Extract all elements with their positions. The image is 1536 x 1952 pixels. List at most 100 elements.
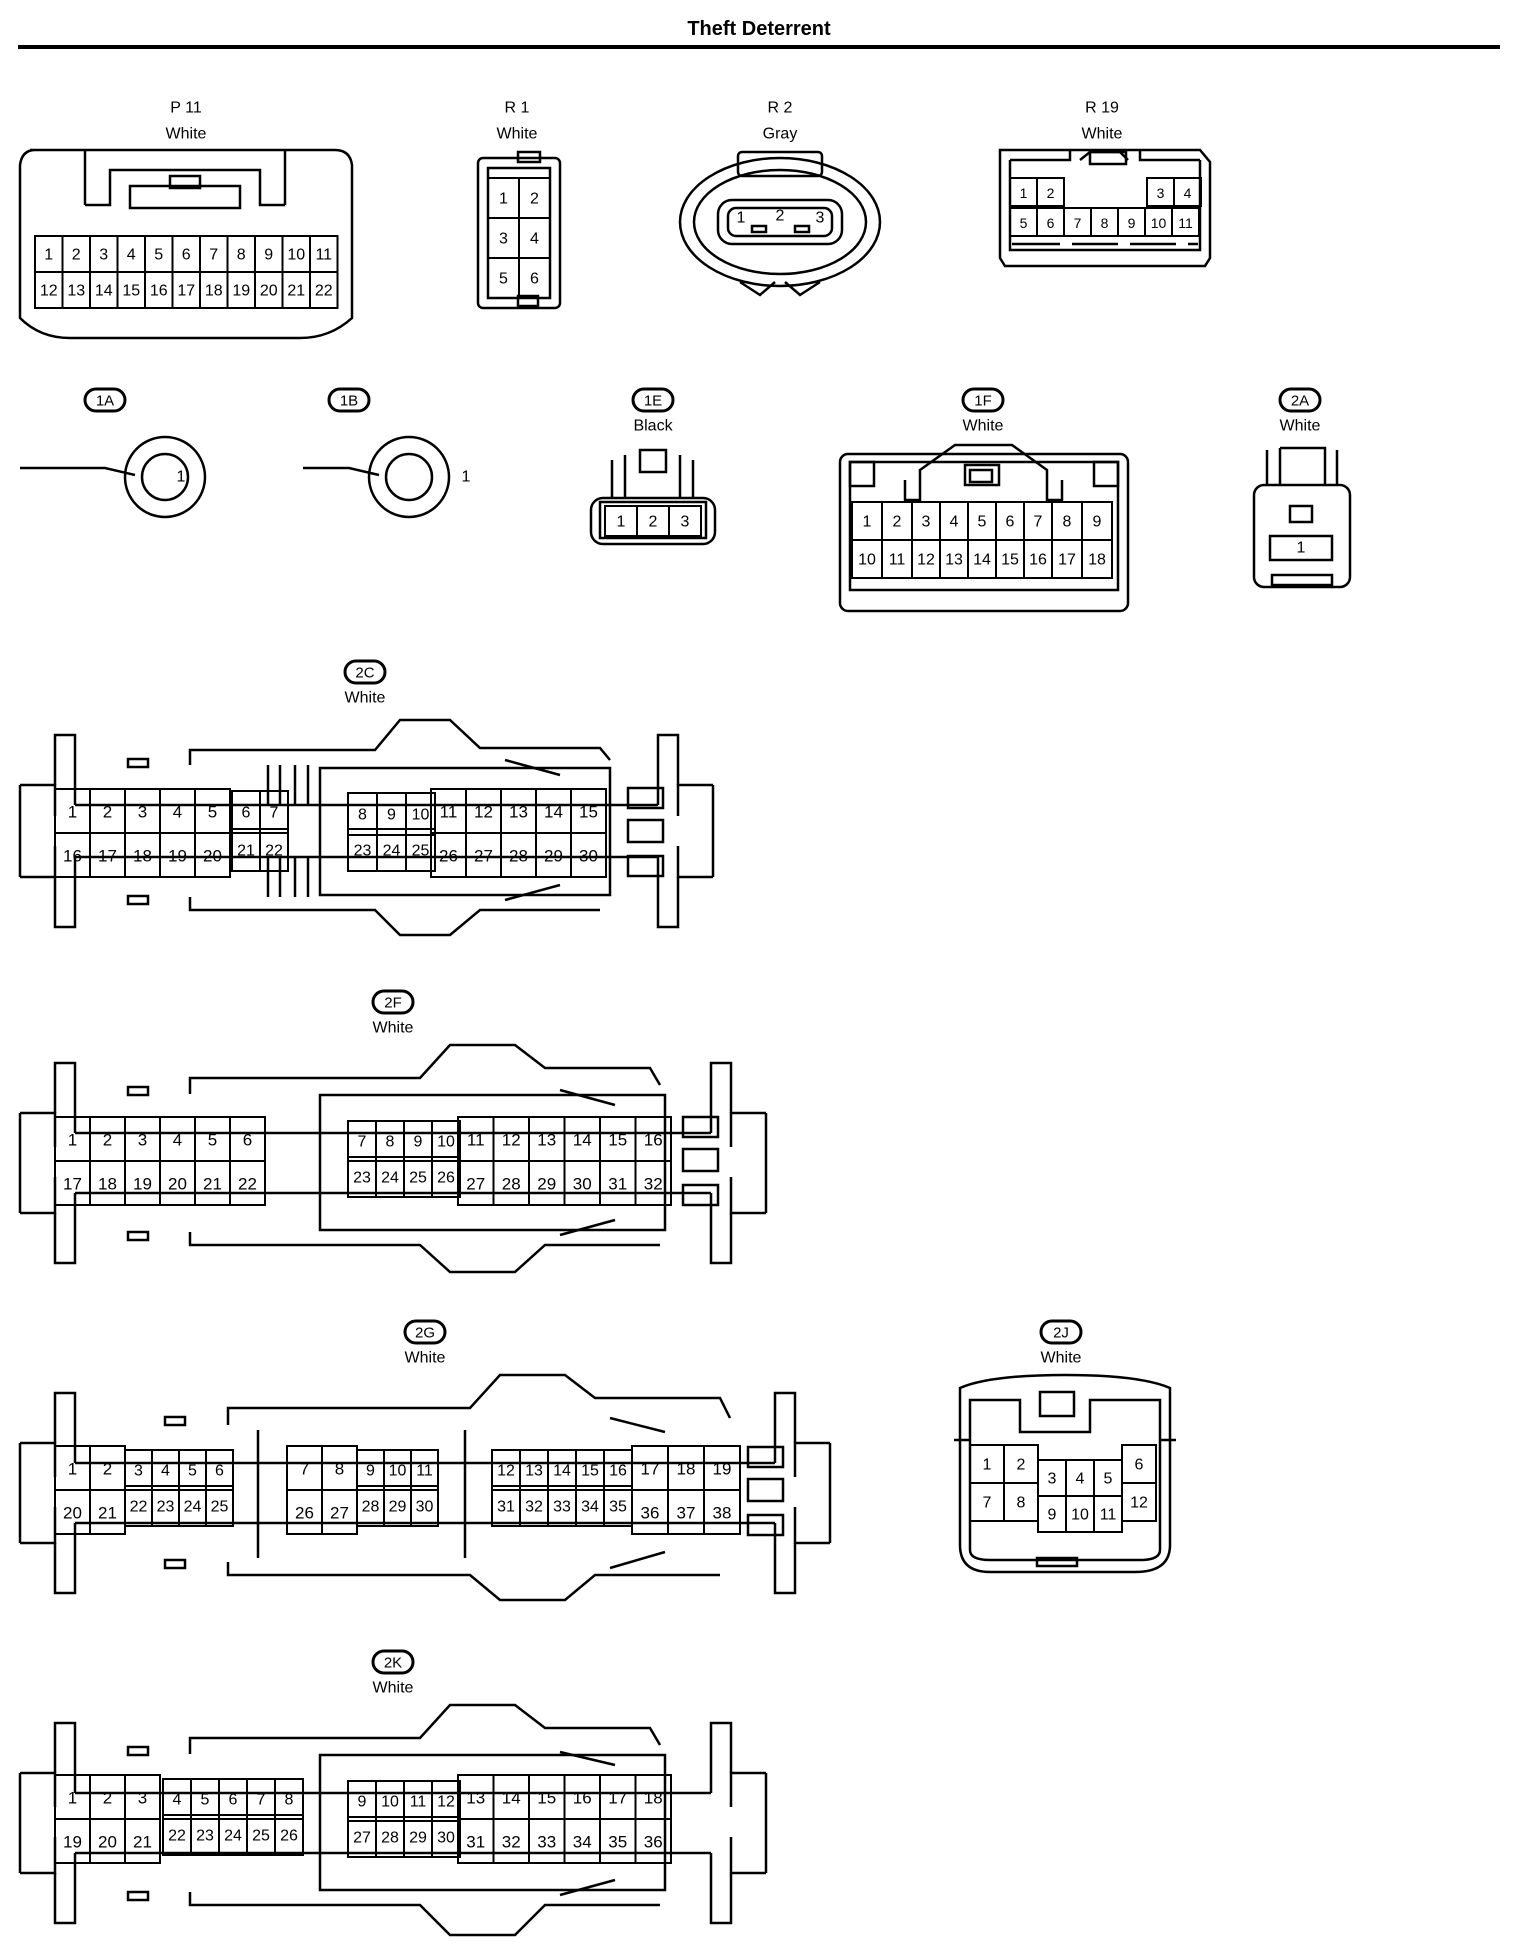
housing-outline bbox=[626, 854, 665, 878]
housing-outline bbox=[848, 460, 876, 488]
pin-number: 7 bbox=[1074, 215, 1082, 231]
housing-outline bbox=[163, 1415, 187, 1427]
pin-number: 35 bbox=[608, 1833, 627, 1852]
connector-code: 2C bbox=[355, 665, 374, 682]
pin-number: 29 bbox=[409, 1830, 427, 1847]
pin-number: 5 bbox=[208, 1131, 217, 1150]
pin-number: 7 bbox=[983, 1495, 992, 1512]
housing-outline bbox=[598, 500, 708, 540]
pin-number: 1 bbox=[68, 1131, 77, 1150]
housing-outline bbox=[773, 1523, 797, 1595]
pin-number: 9 bbox=[1128, 215, 1136, 231]
pin-number: 3 bbox=[99, 247, 108, 264]
pin-number: 3 bbox=[816, 210, 825, 227]
housing-outline bbox=[126, 757, 150, 769]
housing-outline bbox=[656, 857, 680, 929]
title-rule bbox=[18, 45, 1500, 49]
pin-number: 5 bbox=[154, 247, 163, 264]
housing-outline bbox=[504, 758, 561, 902]
pin-number: 15 bbox=[581, 1463, 599, 1480]
connector-code: 2G bbox=[415, 1325, 435, 1342]
pin-number: 32 bbox=[644, 1175, 663, 1194]
housing-outline bbox=[18, 783, 57, 879]
connector-code: 1B bbox=[340, 393, 358, 410]
pin-cell bbox=[205, 1449, 234, 1491]
housing-outline bbox=[1035, 1556, 1079, 1568]
pin-number: 6 bbox=[215, 1463, 224, 1480]
housing-outline bbox=[188, 1892, 660, 1937]
pin-cell bbox=[1081, 539, 1113, 579]
connector-code-badge bbox=[1278, 387, 1322, 413]
housing-outline bbox=[163, 1558, 187, 1570]
connector-code: 2J bbox=[1053, 1325, 1069, 1342]
pin-number: 16 bbox=[150, 283, 168, 300]
housing-outline bbox=[681, 1183, 720, 1207]
pin-number: 5 bbox=[499, 271, 508, 288]
pin-number: 2 bbox=[103, 1789, 112, 1808]
pin-number: 3 bbox=[134, 1463, 143, 1480]
pin-number: 15 bbox=[122, 283, 140, 300]
pin-number: 4 bbox=[530, 231, 539, 248]
connector-1A: 1A1 bbox=[20, 387, 207, 519]
pin-number: 13 bbox=[945, 552, 963, 569]
pin-number: 2 bbox=[649, 514, 658, 531]
housing-outline bbox=[729, 1771, 768, 1875]
pin-cell bbox=[259, 790, 289, 834]
pin-number: 3 bbox=[138, 803, 147, 822]
pin-number: 9 bbox=[1048, 1507, 1057, 1524]
pin-number: 33 bbox=[553, 1499, 571, 1516]
pin-number: 11 bbox=[440, 803, 458, 822]
pin-number: 16 bbox=[63, 847, 82, 866]
housing-outline bbox=[709, 1721, 733, 1793]
pin-number: 11 bbox=[1178, 215, 1193, 231]
housing-outline bbox=[53, 1853, 77, 1925]
wire-color: White bbox=[405, 1350, 446, 1367]
pin-number: 1 bbox=[68, 803, 77, 822]
pin-number: 18 bbox=[1088, 552, 1106, 569]
pin-number: 1 bbox=[863, 514, 872, 531]
housing-outline bbox=[318, 1753, 667, 1892]
connector-code: R 2 bbox=[768, 100, 793, 117]
pin-number: 11 bbox=[889, 552, 906, 569]
housing-outline bbox=[903, 443, 1064, 502]
pin-number: 25 bbox=[412, 843, 430, 860]
pin-number: 29 bbox=[389, 1499, 407, 1516]
pin-cell bbox=[431, 1120, 461, 1162]
pin-number: 14 bbox=[973, 552, 991, 569]
pin-number: 36 bbox=[644, 1833, 663, 1852]
pin-number: 1 bbox=[737, 210, 746, 227]
housing-outline bbox=[638, 448, 668, 474]
housing-outline bbox=[18, 1771, 57, 1875]
pin-number: 26 bbox=[437, 1170, 455, 1187]
pin-number: 9 bbox=[414, 1134, 423, 1151]
pin-number: 6 bbox=[229, 1792, 238, 1809]
pin-number: 22 bbox=[265, 843, 283, 860]
pin-number: 12 bbox=[502, 1131, 521, 1150]
pin-number: 14 bbox=[502, 1789, 521, 1808]
pin-number: 25 bbox=[252, 1828, 270, 1845]
wire-color: White bbox=[373, 1020, 414, 1037]
connector-code: 2A bbox=[1291, 393, 1309, 410]
pin-number: 30 bbox=[437, 1830, 455, 1847]
housing-outline bbox=[1288, 504, 1314, 524]
pin-number: 10 bbox=[1071, 1507, 1089, 1524]
pin-cell bbox=[274, 1814, 304, 1856]
pin-number: 1 bbox=[499, 191, 508, 208]
pin-number: 3 bbox=[681, 514, 690, 531]
pin-number: 20 bbox=[98, 1833, 117, 1852]
housing-outline bbox=[226, 1373, 732, 1425]
pin-number: 3 bbox=[138, 1131, 147, 1150]
housing-outline bbox=[678, 156, 882, 288]
pin-cell bbox=[1171, 207, 1200, 237]
housing-outline bbox=[968, 468, 994, 484]
housing-outline bbox=[123, 435, 207, 519]
housing-outline bbox=[681, 1115, 720, 1139]
pin-number: 8 bbox=[1101, 215, 1109, 231]
housing-outline bbox=[626, 818, 665, 844]
housing-outline bbox=[709, 1061, 733, 1133]
pin-cell bbox=[194, 832, 231, 878]
pin-number: 38 bbox=[713, 1504, 732, 1523]
pin-cell bbox=[570, 832, 607, 878]
